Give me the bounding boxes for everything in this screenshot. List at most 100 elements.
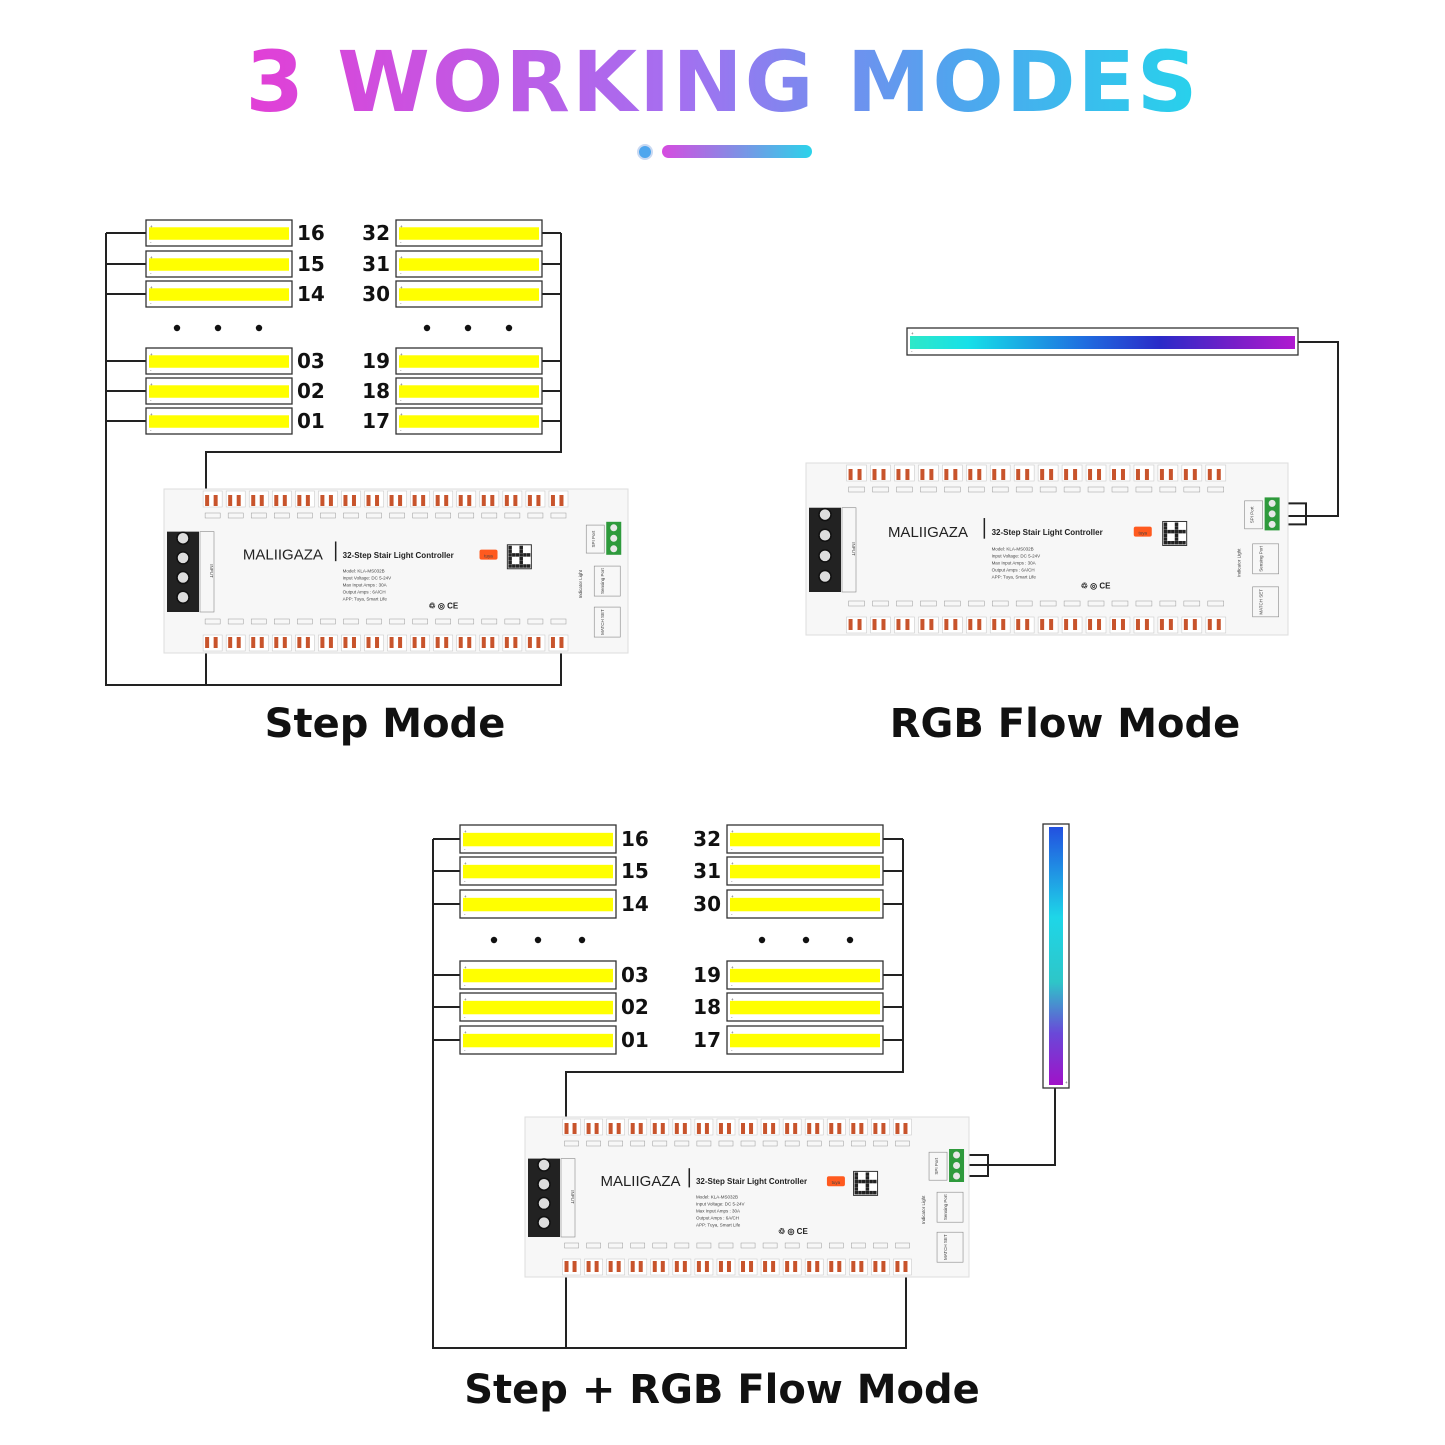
strip-plus-mark: + [150, 255, 153, 260]
strip-plus-mark: + [911, 331, 914, 336]
sensing-port-label: Sensing Port [600, 567, 605, 594]
wire [964, 1088, 1056, 1166]
strip-minus-mark: - [464, 847, 466, 852]
strip-number-label: 14 [621, 892, 649, 916]
ellipsis-dot [490, 936, 498, 944]
strip-number-label: 01 [297, 409, 325, 433]
strip-number-label: 31 [362, 252, 390, 276]
ellipsis-dot [464, 324, 472, 332]
strip-minus-mark: - [731, 912, 733, 917]
controller-spec-line: Max Input Amps : 30A [343, 583, 387, 588]
indicator-light-label: Indicator Light [1237, 548, 1242, 577]
strip-number-label: 32 [362, 221, 390, 245]
strip-plus-mark: + [150, 412, 153, 417]
ellipsis-dot [846, 936, 854, 944]
strip-plus-mark: + [150, 382, 153, 387]
input-label: INPUT [851, 542, 856, 556]
controller-brand: MALIIGAZA [243, 547, 323, 564]
strip-minus-mark: - [464, 912, 466, 917]
controller-product: 32-Step Stair Light Controller [992, 528, 1103, 537]
strip-plus-mark: + [731, 894, 734, 899]
led-strip-yellow: +- [395, 250, 543, 278]
indicator-light-label: Indicator Light [921, 1195, 926, 1224]
sensing-port-label: Sensing Port [1259, 545, 1264, 572]
tuya-badge-label: tuya [1139, 531, 1148, 536]
title-underline-accent [637, 144, 812, 160]
ellipsis-dot [173, 324, 181, 332]
certification-marks: ♲ ◎ CE [428, 602, 458, 611]
strip-minus-mark: - [400, 398, 402, 403]
strip-minus-mark: - [400, 271, 402, 276]
tuya-badge-label: tuya [484, 554, 493, 559]
screw-terminal [818, 528, 832, 542]
led-strip-yellow: +- [395, 219, 543, 247]
spi-port [1244, 500, 1263, 530]
led-strip-yellow: +- [459, 889, 617, 919]
tuya-badge [479, 549, 498, 560]
strip-plus-mark: + [731, 1030, 734, 1035]
strip-plus-mark: + [400, 412, 403, 417]
ellipsis-dot [758, 936, 766, 944]
tuya-badge [1133, 526, 1152, 537]
caption-rgb-flow-mode: RGB Flow Mode [889, 701, 1241, 747]
ellipsis-dot [423, 324, 431, 332]
strip-minus-mark: - [150, 398, 152, 403]
controller-spec-line: Model: KLA-MS032B [992, 547, 1034, 552]
strip-minus-mark: - [150, 240, 152, 245]
wire [205, 421, 562, 489]
sensing-port [936, 1191, 964, 1223]
spi-port-label: SPI Port [591, 530, 596, 548]
strip-number-label: 14 [297, 282, 325, 306]
controller-spec-line: APP: Tuya, Smart Life [343, 597, 388, 602]
strip-minus-mark: - [400, 240, 402, 245]
caption-step-mode: Step Mode [264, 701, 506, 747]
strip-minus-mark: - [150, 271, 152, 276]
led-strip-yellow: +- [726, 824, 884, 854]
strip-number-label: 17 [362, 409, 390, 433]
strip-minus-mark: - [150, 428, 152, 433]
spi-port [585, 524, 605, 554]
strip-number-label: 17 [693, 1028, 721, 1052]
strip-number-label: 03 [297, 349, 325, 373]
match-set-button [936, 1231, 964, 1263]
led-strip-yellow: +- [145, 347, 293, 375]
strip-plus-mark: + [400, 352, 403, 357]
strip-plus-mark: + [464, 965, 467, 970]
led-strip-yellow: +- [395, 347, 543, 375]
strip-minus-mark: - [911, 349, 913, 354]
controller-product: 32-Step Stair Light Controller [343, 551, 454, 560]
led-strip-yellow: +- [145, 250, 293, 278]
led-strip-yellow: +- [145, 219, 293, 247]
caption-step-rgb-flow-mode: Step + RGB Flow Mode [464, 1367, 980, 1413]
led-strip-yellow: +- [395, 377, 543, 405]
strip-plus-mark: + [464, 1030, 467, 1035]
screw-terminal [176, 551, 190, 565]
led-strip-yellow: +- [726, 1025, 884, 1055]
wire [432, 1040, 907, 1349]
ellipsis-dot [505, 324, 513, 332]
led-strip-yellow: +- [395, 407, 543, 435]
wire [1279, 341, 1339, 517]
strip-minus-mark: - [464, 983, 466, 988]
led-strip-yellow: +- [459, 992, 617, 1022]
screw-terminal [537, 1158, 551, 1172]
strip-plus-mark: + [464, 829, 467, 834]
strip-number-label: 18 [362, 379, 390, 403]
strip-number-label: 03 [621, 963, 649, 987]
screw-terminal [176, 570, 190, 585]
strip-minus-mark: - [464, 1015, 466, 1020]
rgb-strip-horizontal: +- [906, 327, 1299, 356]
strip-plus-mark: + [150, 285, 153, 290]
led-strip-yellow: +- [726, 889, 884, 919]
strip-plus-mark: + [400, 285, 403, 290]
strip-plus-mark: + [1065, 1080, 1068, 1085]
controller-spec-line: Output Amps : 6A/CH [992, 568, 1035, 573]
strip-number-label: 16 [297, 221, 325, 245]
controller-brand: MALIIGAZA [600, 1173, 680, 1190]
ellipsis-dot [802, 936, 810, 944]
led-strip-yellow: +- [395, 280, 543, 308]
indicator-light-label: Indicator Light [578, 569, 583, 598]
